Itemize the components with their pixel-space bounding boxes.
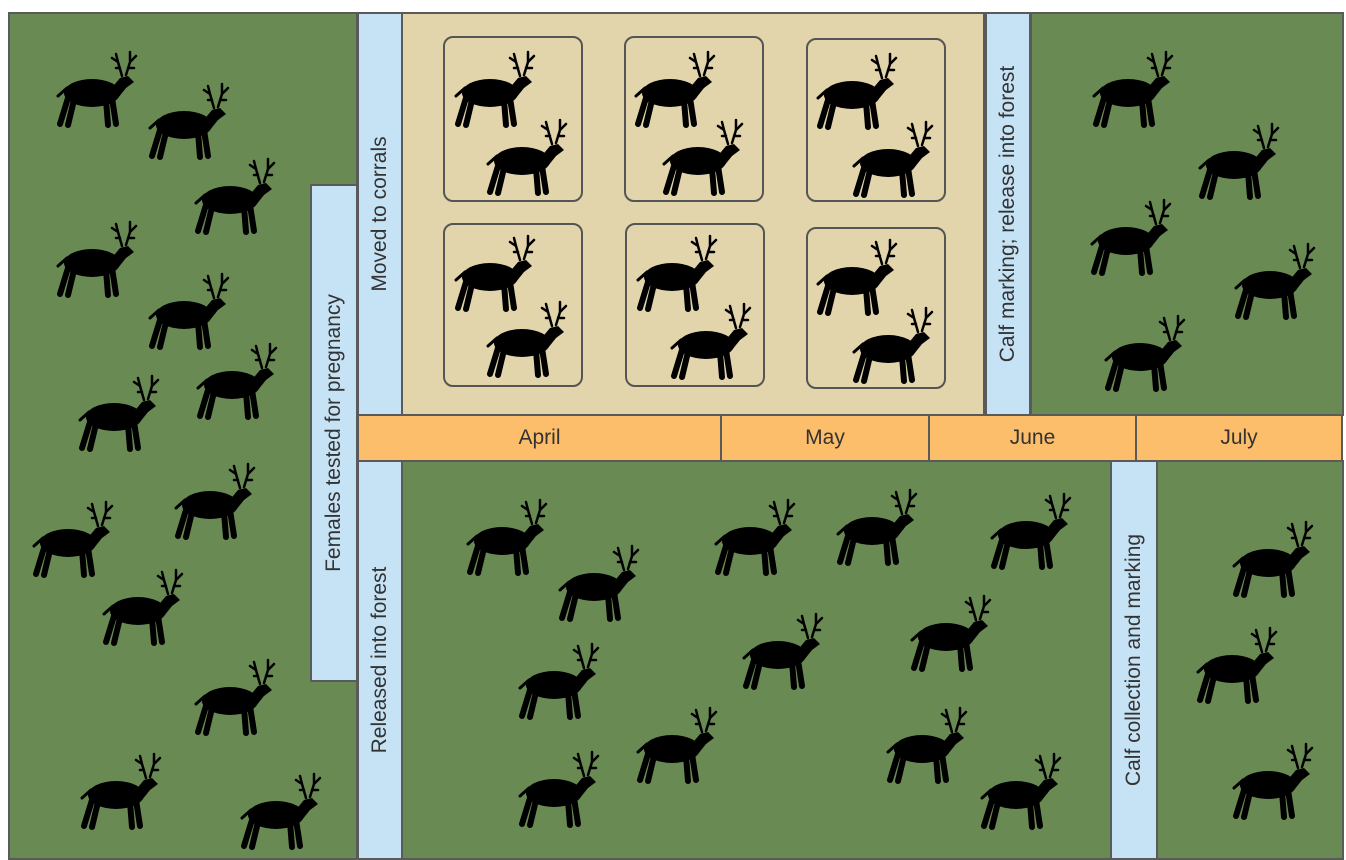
label-calf-marking-release: Calf marking; release into forest [985, 12, 1031, 416]
corral-pen [806, 38, 946, 202]
reindeer-silhouette-icon [1226, 518, 1318, 598]
corral-pen [443, 36, 583, 202]
corral-pen [625, 223, 765, 387]
reindeer-silhouette-icon [480, 298, 572, 378]
label-pregnancy-test: Females tested for pregnancy [310, 184, 358, 682]
reindeer-silhouette-icon [50, 48, 142, 128]
reindeer-silhouette-icon [974, 750, 1066, 830]
label-released-into-forest: Released into forest [357, 460, 403, 860]
corral-pen [624, 36, 764, 202]
reindeer-silhouette-icon [1228, 240, 1320, 320]
corral-pen [806, 227, 946, 389]
forest-left-region [8, 12, 358, 860]
reindeer-silhouette-icon [1190, 624, 1282, 704]
label-calf-collection-marking: Calf collection and marking [1110, 460, 1158, 860]
month-may: May [722, 416, 930, 460]
reindeer-silhouette-icon [460, 496, 552, 576]
reindeer-silhouette-icon [74, 750, 166, 830]
reindeer-silhouette-icon [830, 486, 922, 566]
reindeer-silhouette-icon [984, 490, 1076, 570]
reindeer-silhouette-icon [1192, 120, 1284, 200]
label-released-into-forest-text: Released into forest [368, 566, 391, 754]
label-calf-marking-release-text: Calf marking; release into forest [996, 65, 1019, 363]
corral-pen [443, 223, 583, 387]
label-pregnancy-test-text: Females tested for pregnancy [322, 294, 345, 572]
reindeer-silhouette-icon [50, 218, 142, 298]
reindeer-silhouette-icon [1226, 740, 1318, 820]
reindeer-silhouette-icon [846, 118, 938, 198]
month-july: July [1220, 426, 1258, 449]
reindeer-silhouette-icon [736, 610, 828, 690]
reindeer-silhouette-icon [168, 460, 260, 540]
reindeer-silhouette-icon [1084, 196, 1176, 276]
reindeer-silhouette-icon [846, 304, 938, 384]
reindeer-silhouette-icon [630, 704, 722, 784]
reindeer-silhouette-icon [188, 155, 280, 235]
reindeer-silhouette-icon [142, 80, 234, 160]
month-june: June [930, 416, 1137, 460]
forest-top-right-region [1030, 12, 1344, 416]
reindeer-silhouette-icon [1098, 312, 1190, 392]
reindeer-silhouette-icon [880, 704, 972, 784]
reindeer-silhouette-icon [656, 116, 748, 196]
reindeer-silhouette-icon [188, 656, 280, 736]
reindeer-silhouette-icon [142, 270, 234, 350]
reindeer-silhouette-icon [190, 340, 282, 420]
month-timeline: April May June July [357, 414, 1343, 462]
reindeer-silhouette-icon [512, 748, 604, 828]
reindeer-silhouette-icon [234, 770, 326, 850]
reindeer-silhouette-icon [72, 372, 164, 452]
reindeer-silhouette-icon [664, 300, 756, 380]
month-april: April [359, 416, 722, 460]
reindeer-silhouette-icon [552, 542, 644, 622]
reindeer-silhouette-icon [512, 640, 604, 720]
label-calf-collection-marking-text: Calf collection and marking [1122, 533, 1145, 787]
reindeer-silhouette-icon [480, 116, 572, 196]
label-moved-to-corrals-text: Moved to corrals [368, 136, 391, 292]
reindeer-silhouette-icon [96, 566, 188, 646]
reindeer-silhouette-icon [904, 592, 996, 672]
reindeer-silhouette-icon [708, 496, 800, 576]
reindeer-silhouette-icon [1086, 48, 1178, 128]
label-moved-to-corrals: Moved to corrals [357, 12, 403, 416]
